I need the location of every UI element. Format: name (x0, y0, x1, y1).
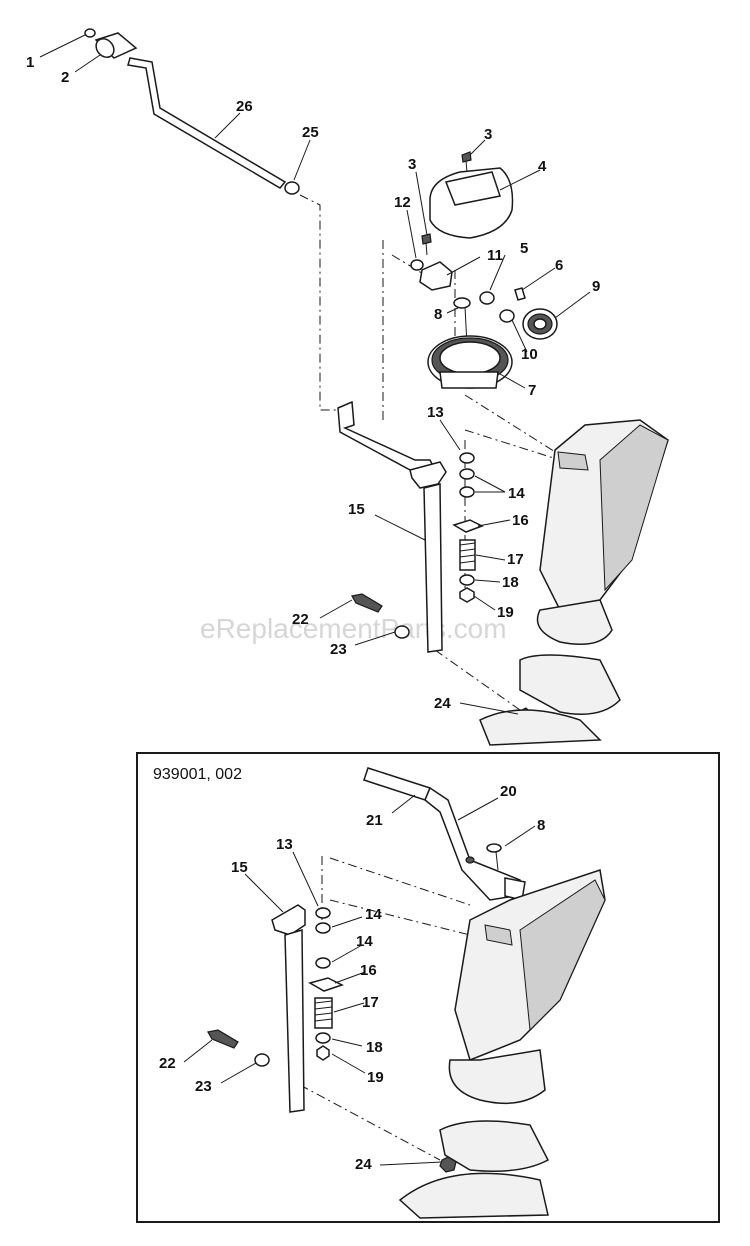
inset-frame (136, 752, 720, 1223)
inset-callout-14: 14 (365, 906, 382, 923)
part-14-washer (459, 468, 475, 480)
callout-8: 8 (434, 306, 442, 323)
main-callouts: 1 2 26 25 3 4 3 12 11 5 6 9 8 10 7 13 14… (26, 54, 600, 712)
discharge-chute (479, 419, 669, 746)
part-12-washer (410, 259, 424, 271)
part-5-washer (479, 291, 495, 305)
callout-3: 3 (484, 126, 492, 143)
inset-callout-22: 22 (159, 1055, 176, 1072)
callout-5: 5 (520, 240, 528, 257)
inset-part-22-bolt (207, 1029, 239, 1049)
inset-part-18-washer (315, 1032, 331, 1044)
part-4-knob-cap (429, 167, 514, 239)
callout-22: 22 (292, 611, 309, 628)
part-6-pin (514, 287, 526, 301)
part-3-screw (461, 151, 472, 173)
callout-16: 16 (512, 512, 529, 529)
part-9-gear (522, 308, 558, 340)
callout-17: 17 (507, 551, 524, 568)
inset-part-19-nut (316, 1045, 330, 1061)
inset-part-16-plate (308, 977, 344, 992)
crank-rod-assembly (84, 28, 300, 195)
callout-3-lower: 3 (408, 156, 416, 173)
callout-1: 1 (26, 54, 34, 71)
callout-23: 23 (330, 641, 347, 658)
inset-part-8-bolt (486, 843, 502, 871)
inset-part-15-support-bracket (271, 904, 306, 1113)
part-25-bushing (284, 181, 300, 195)
part-23-washer (394, 625, 410, 639)
callout-24: 24 (434, 695, 451, 712)
part-1-cap (84, 28, 96, 38)
callout-13: 13 (427, 404, 444, 421)
part-8-bolt (453, 297, 471, 346)
callout-12: 12 (394, 194, 411, 211)
part-13-washer (459, 452, 475, 464)
callout-9: 9 (592, 278, 600, 295)
inset-callout-13: 13 (276, 836, 293, 853)
callout-18: 18 (502, 574, 519, 591)
callout-7: 7 (528, 382, 536, 399)
inset-discharge-chute (398, 869, 606, 1219)
inset-callout-23: 23 (195, 1078, 212, 1095)
inset-callout-14-lower: 14 (356, 933, 373, 950)
inset-part-14-washer (315, 922, 331, 934)
inset-callout-18: 18 (366, 1039, 383, 1056)
inset-callout-8: 8 (537, 817, 545, 834)
inset-part-14-washer-lower (315, 957, 331, 969)
part-16-plate (452, 519, 484, 533)
part-20-lever (363, 767, 526, 901)
inset-callouts: 20 21 8 15 13 14 14 16 17 22 18 23 19 24 (159, 783, 545, 1173)
part-15-support-bracket (337, 400, 447, 653)
inset-callout-15: 15 (231, 859, 248, 876)
callout-2: 2 (61, 69, 69, 86)
inset-part-23-washer (254, 1053, 270, 1067)
part-10-washer (499, 309, 515, 323)
inset-leader-lines (183, 794, 536, 1166)
inset-model-label: 939001, 002 (153, 766, 242, 783)
inset-callout-21: 21 (366, 812, 383, 829)
inset-callout-20: 20 (500, 783, 517, 800)
callout-6: 6 (555, 257, 563, 274)
part-18-washer (459, 574, 475, 586)
inset-callout-19: 19 (367, 1069, 384, 1086)
part-22-bolt (351, 593, 383, 613)
watermark: eReplacementParts.com (200, 613, 507, 644)
callout-26: 26 (236, 98, 253, 115)
main-leader-lines (39, 34, 591, 715)
part-14-washer-lower (459, 486, 475, 498)
callout-14: 14 (508, 485, 525, 502)
callout-4: 4 (538, 158, 547, 175)
inset-callout-17: 17 (362, 994, 379, 1011)
part-3-screw-lower (421, 233, 432, 256)
callout-11: 11 (487, 247, 503, 264)
callout-25: 25 (302, 124, 319, 141)
inset-part-13-washer (315, 907, 331, 919)
part-19-nut (459, 587, 475, 603)
part-26-crank-rod (127, 57, 287, 189)
part-11-bracket (419, 261, 453, 291)
callout-19: 19 (497, 604, 514, 621)
callout-15: 15 (348, 501, 365, 518)
inset-callout-24: 24 (355, 1156, 372, 1173)
part-7-ring-gear (427, 335, 513, 389)
callout-10: 10 (521, 346, 538, 363)
inset-callout-16: 16 (360, 962, 377, 979)
